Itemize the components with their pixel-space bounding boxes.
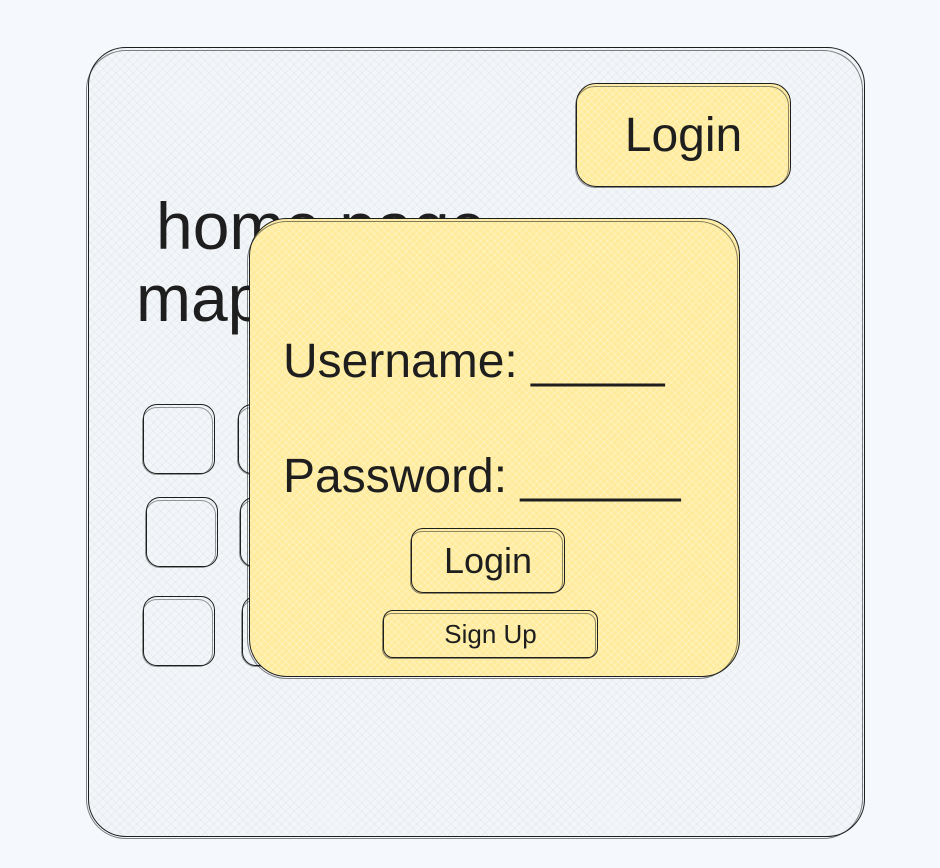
tile-row1-col1[interactable] [142,404,215,475]
tile-row3-col1[interactable] [142,596,215,667]
tile-row2-col1[interactable] [145,497,218,568]
password-field[interactable]: Password: ______ [283,450,681,503]
login-modal [247,218,740,679]
header-login-button[interactable]: Login [575,83,791,188]
map-label: map [136,261,265,335]
modal-login-button[interactable]: Login [410,528,565,594]
sign-up-button[interactable]: Sign Up [382,610,598,659]
username-field[interactable]: Username: _____ [283,335,665,388]
